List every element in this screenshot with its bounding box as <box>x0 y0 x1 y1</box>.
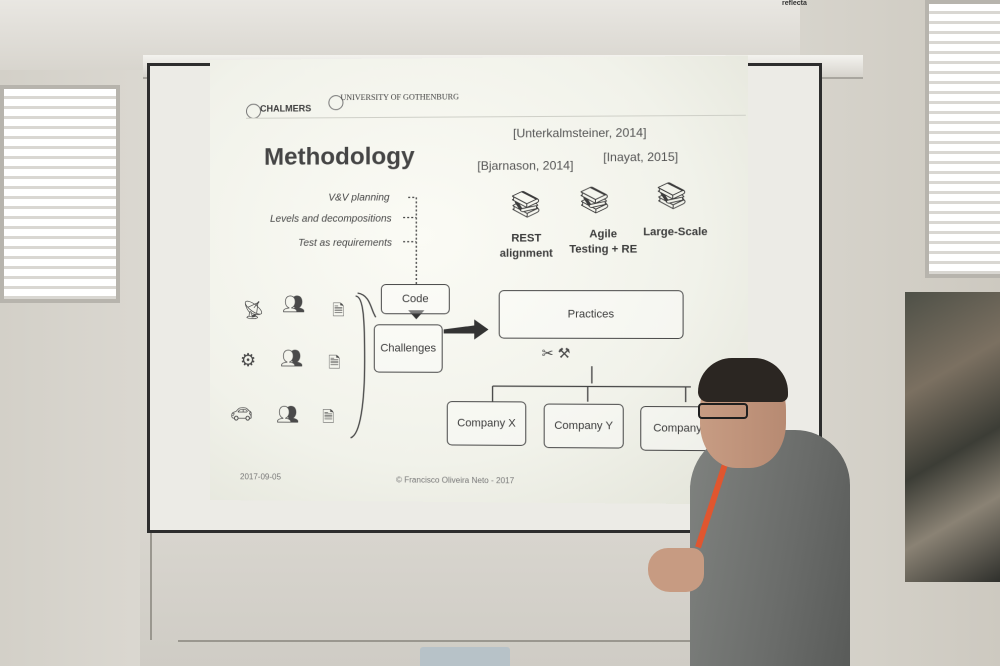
document-icon: 🗎︎ <box>328 352 340 377</box>
car-icon: 🚗︎ <box>230 404 253 425</box>
footer-author: © Francisco Oliveira Neto - 2017 <box>396 475 514 485</box>
company-x-box: Company X <box>447 401 527 446</box>
code-box: Code <box>381 284 450 314</box>
presentation-slide: CHALMERS UNIVERSITY OF GOTHENBURG Method… <box>210 56 748 505</box>
tools-icon: ✂︎ ⚒︎ <box>542 345 571 362</box>
bracket-line <box>358 293 376 317</box>
challenges-box: Challenges <box>374 324 443 373</box>
screen-brand-label: reflecta <box>782 0 807 7</box>
presenter-hand <box>648 548 704 592</box>
whiteboard-edge <box>150 520 152 640</box>
robot-arm-icon: ⚙︎ <box>240 350 256 371</box>
bracket-line <box>351 296 365 438</box>
company-y-box: Company Y <box>544 404 624 449</box>
presenter-body <box>690 430 850 666</box>
whiteboard-rail <box>178 640 698 642</box>
laptop <box>420 647 510 666</box>
footer-date: 2017-09-05 <box>240 472 281 481</box>
dashed-connector <box>408 197 416 284</box>
document-icon: 🗎︎ <box>332 300 344 325</box>
left-window-blinds <box>0 85 120 303</box>
tree-line <box>493 386 691 387</box>
document-icon: 🗎︎ <box>322 407 334 432</box>
people-group-icon: 👥︎ <box>282 294 305 315</box>
wall-painting <box>905 292 1000 582</box>
right-arrow-icon <box>444 319 489 339</box>
presenter-hair <box>698 358 788 402</box>
right-window-blinds <box>925 0 1000 278</box>
antenna-icon: 📡︎ <box>242 300 265 321</box>
people-group-icon: 👥︎ <box>280 348 303 369</box>
glasses <box>698 403 748 419</box>
people-group-icon: 👥︎ <box>276 404 299 425</box>
practices-box: Practices <box>499 290 684 339</box>
